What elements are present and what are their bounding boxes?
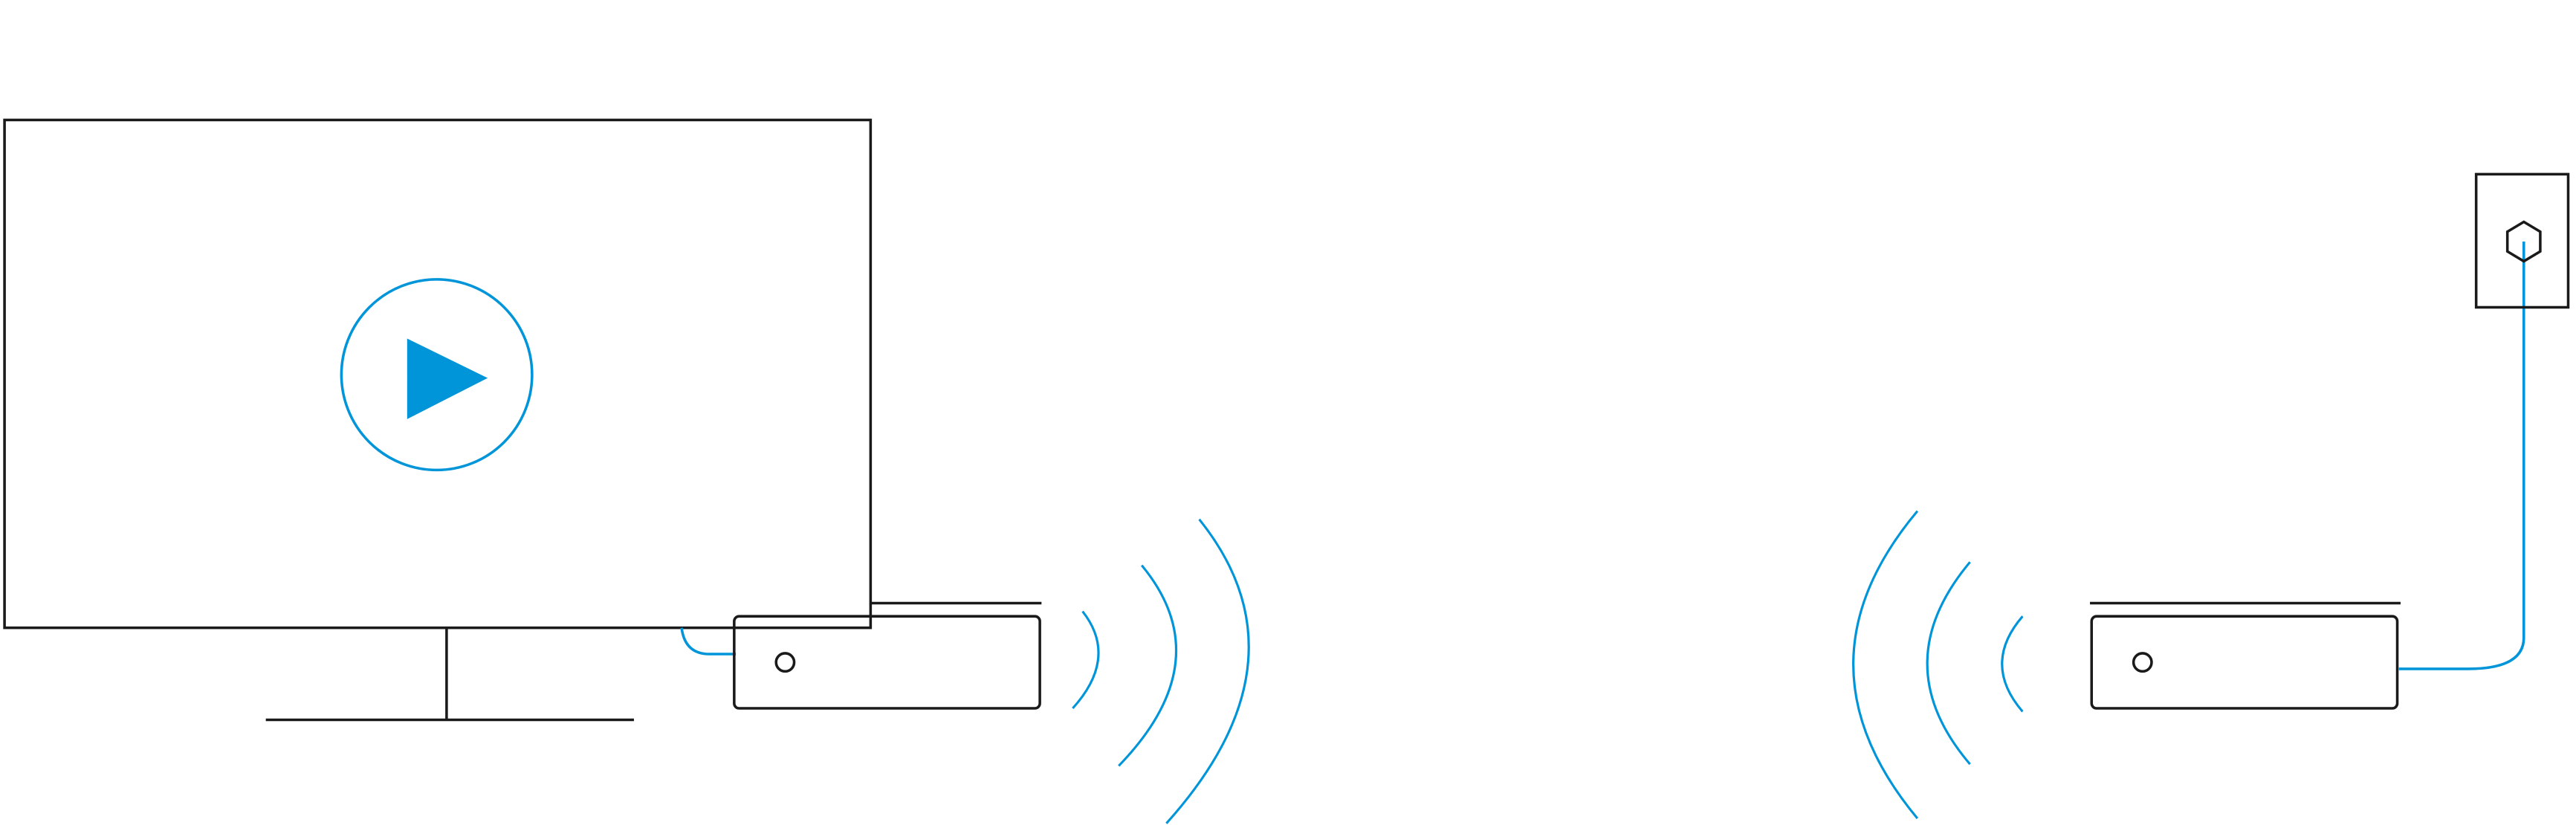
receiver-wave-2 — [1926, 561, 1971, 766]
receiver-to-outlet-cable — [2398, 242, 2525, 670]
outlet-socket — [2505, 220, 2542, 263]
transmitter-wave-3 — [1165, 518, 1250, 824]
tv-to-transmitter-cable — [680, 627, 737, 656]
transmitter-box — [733, 601, 1042, 710]
tv-icon — [3, 118, 873, 722]
receiver-wave-3 — [1852, 510, 1919, 820]
transmitter-wave-1 — [1072, 610, 1100, 710]
transmitter-wave-2 — [1118, 564, 1178, 767]
tv-screen — [3, 118, 873, 630]
receiver-body — [2090, 615, 2399, 710]
receiver-wave-1 — [2001, 615, 2024, 713]
receiver-led — [2132, 652, 2153, 673]
transmitter-led — [774, 652, 796, 673]
transmitter-signal-waves — [1072, 518, 1250, 824]
transmitter-body — [733, 615, 1041, 710]
play-button-ring — [340, 278, 534, 472]
receiver-signal-waves — [1852, 510, 2024, 820]
coax-outlet-icon — [2474, 172, 2570, 309]
outlet-plate — [2474, 172, 2570, 309]
play-triangle — [407, 338, 488, 419]
receiver-box — [2090, 601, 2401, 710]
play-icon — [340, 278, 534, 472]
